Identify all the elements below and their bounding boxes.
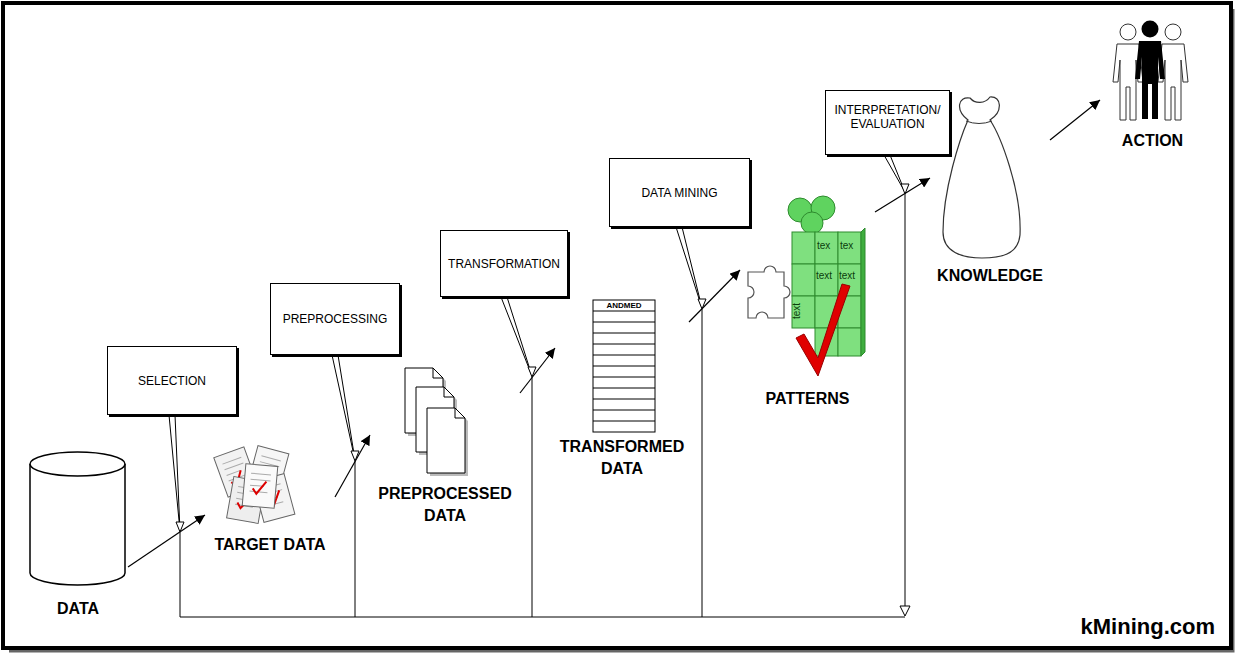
knowledge-bag — [943, 97, 1020, 258]
watermark: kMining.com — [1060, 614, 1215, 640]
stage-label: TRANSFORMED DATA — [555, 436, 689, 480]
stage-label: TARGET DATA — [205, 534, 335, 556]
step-label: DATA MINING — [641, 186, 717, 200]
frame-shadow — [9, 9, 1233, 651]
stage-label: KNOWLEDGE — [930, 265, 1050, 287]
flow-arrow — [875, 178, 930, 212]
flow-arrow — [128, 515, 205, 567]
step-label: PREPROCESSING — [283, 312, 388, 326]
process-step-box: DATA MINING — [609, 158, 750, 227]
block-text: text — [791, 303, 803, 319]
outer-frame — [3, 3, 1231, 648]
flow-arrow — [689, 270, 740, 322]
stage-label: DATA — [28, 598, 128, 620]
stage-label: PREPROCESSED DATA — [370, 483, 520, 527]
data-stage: PREPROCESSED DATA — [370, 365, 520, 535]
step-label: SELECTION — [138, 374, 206, 388]
step-label: INTERPRETATION/ EVALUATION — [832, 103, 943, 131]
step-pointers — [169, 155, 910, 617]
database-cylinder — [30, 452, 125, 585]
document-stack — [405, 368, 468, 476]
data-store: DATA — [28, 450, 128, 630]
paper-pile — [214, 446, 295, 524]
patterns-stage: PATTERNS — [740, 192, 875, 412]
process-step-box: SELECTION — [107, 346, 237, 415]
patterns-illustration — [748, 196, 865, 376]
data-stage: TARGET DATA — [205, 450, 335, 560]
stage-label: ACTION — [1100, 130, 1205, 152]
knowledge-stage: KNOWLEDGE — [930, 90, 1050, 290]
process-step-box: INTERPRETATION/ EVALUATION — [825, 90, 950, 155]
process-step-box: PREPROCESSING — [270, 283, 400, 355]
flow-arrow — [1050, 100, 1100, 140]
data-stage: TRANSFORMED DATA — [555, 298, 689, 483]
block-text: text — [839, 270, 855, 282]
people-figures — [1113, 21, 1188, 121]
action-stage: ACTION — [1100, 18, 1205, 153]
table-header: ANDMED — [593, 300, 655, 311]
data-table — [593, 300, 655, 432]
step-label: TRANSFORMATION — [448, 257, 560, 271]
stage-label: PATTERNS — [740, 388, 875, 410]
process-step-box: TRANSFORMATION — [440, 230, 568, 297]
block-text: tex — [840, 240, 853, 252]
block-text: tex — [817, 240, 830, 252]
block-text: text — [816, 270, 832, 282]
